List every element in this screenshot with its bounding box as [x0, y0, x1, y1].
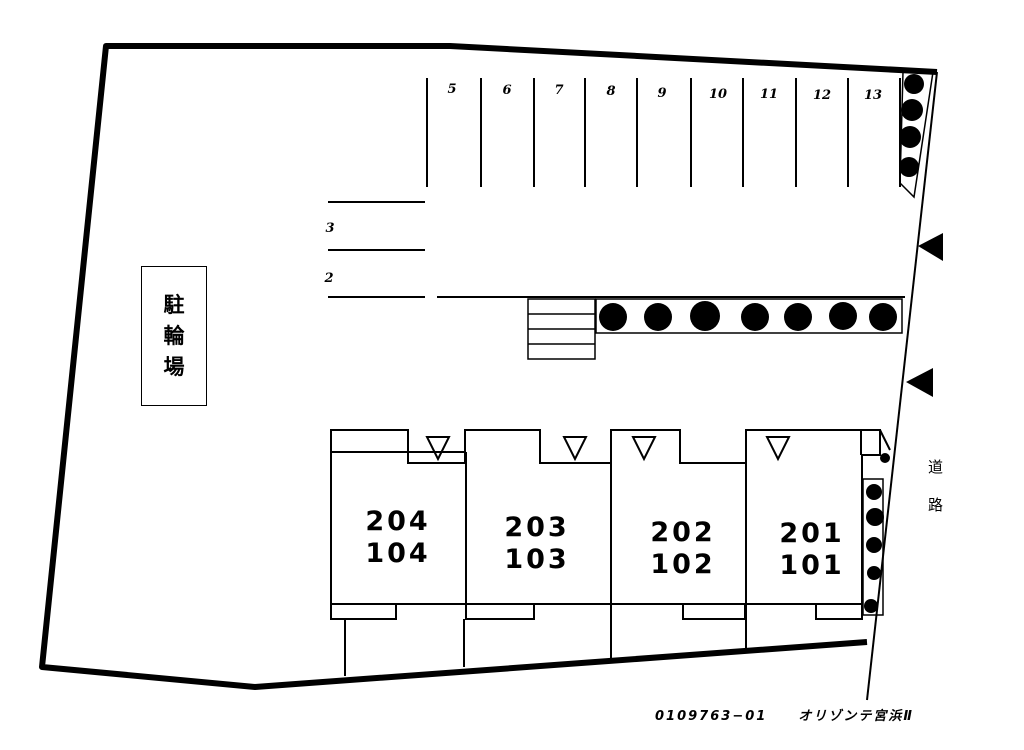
parking-slot-13: 13	[864, 88, 882, 103]
parking-dividers	[426, 78, 901, 187]
planter-box	[595, 298, 903, 334]
entrance-arrow-lower	[906, 368, 933, 397]
parking-slot-6: 6	[502, 83, 511, 98]
property-boundary	[39, 43, 938, 690]
shrubs-hedge	[599, 301, 897, 331]
parking-slot-8: 8	[606, 84, 615, 99]
unit-203: 203	[504, 512, 569, 543]
parking-slot-9: 9	[657, 86, 666, 101]
left-parking-lines	[328, 201, 425, 298]
unit-201: 201	[779, 518, 844, 549]
unit-104: 104	[365, 538, 430, 569]
bicycle-parking-label: 駐 輪 場	[141, 266, 207, 406]
bicycle-parking-char-2: 輪	[163, 323, 185, 348]
property-code: 0109763−01	[655, 709, 768, 724]
bicycle-parking-char-3: 場	[163, 354, 185, 379]
unit-102: 102	[650, 549, 715, 580]
unit-204: 204	[365, 506, 430, 537]
unit-103: 103	[504, 544, 569, 575]
entrance-triangles	[425, 436, 791, 462]
parking-slot-7: 7	[554, 83, 563, 98]
unit-101: 101	[779, 550, 844, 581]
parking-slot-11: 11	[760, 87, 778, 102]
parking-slot-2: 2	[323, 271, 333, 286]
bicycle-parking-char-1: 駐	[163, 292, 185, 317]
parking-slot-5: 5	[447, 82, 456, 97]
footer-caption: 0109763−01 オリゾンテ宮浜Ⅱ	[655, 705, 914, 724]
steps	[527, 298, 596, 360]
unit-202: 202	[650, 517, 715, 548]
entrance-arrow-upper	[918, 233, 943, 261]
parking-slot-12: 12	[813, 88, 831, 103]
road-edge-line	[866, 71, 938, 701]
property-name: オリゾンテ宮浜Ⅱ	[798, 709, 914, 724]
road-label-char-2: 路	[928, 496, 944, 514]
parking-slot-3: 3	[325, 221, 334, 236]
road-label-char-1: 道	[928, 458, 944, 476]
shrubs-corner	[899, 71, 934, 199]
shrubs-east	[864, 453, 890, 613]
building	[330, 429, 891, 676]
parking-slot-10: 10	[709, 87, 727, 102]
